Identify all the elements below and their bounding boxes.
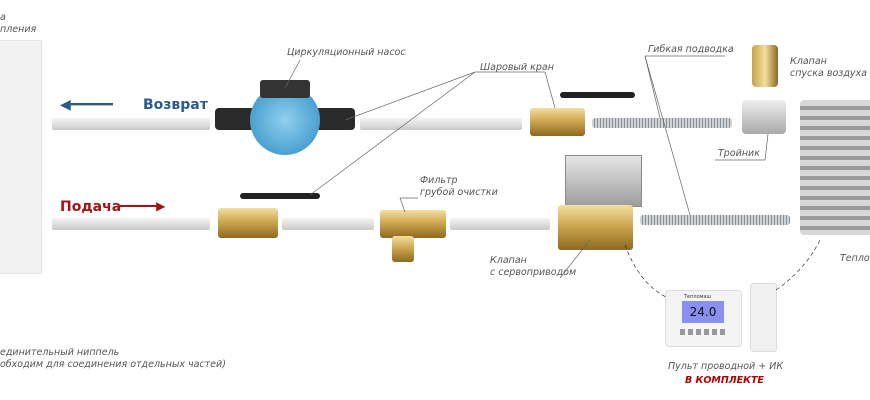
flex-hose (592, 118, 732, 128)
flex-hose-label: Гибкая подводка (648, 44, 734, 55)
ball-valve-label: Шаровый кран (480, 62, 554, 73)
thermostat-display: 24.0 (682, 301, 724, 323)
air-valve-label-2: спуска воздуха (790, 68, 867, 79)
flex-hose (640, 215, 790, 225)
filter-label-1: Фильтр (420, 175, 458, 186)
supply-pipe (282, 218, 374, 230)
ball-valve-supply (218, 208, 278, 238)
air-valve (752, 45, 778, 87)
servo-actuator (565, 155, 642, 207)
supply-pipe (450, 218, 550, 230)
thermostat-buttons[interactable] (680, 329, 728, 335)
ir-remote (750, 283, 777, 352)
servo-label-1: Клапан (490, 255, 527, 266)
return-label: Возврат (143, 97, 208, 113)
supply-arrow-icon: ━━━━━▶ (120, 199, 166, 213)
thermostat-brand: Тепломаш (684, 294, 712, 300)
radiator (0, 40, 42, 274)
thermostat: Тепломаш 24.0 (665, 290, 742, 347)
radiator-label-1: а (0, 12, 6, 23)
servo-label-2: с сервоприводом (490, 267, 577, 278)
servo-valve (558, 205, 633, 250)
filter-label-2: грубой очистки (420, 187, 498, 198)
return-arrow-icon: ◀━━━━━ (60, 97, 113, 113)
nipple-label-2: обходим для соединения отдельных частей) (0, 359, 226, 370)
pump (215, 80, 355, 158)
air-valve-label-1: Клапан (790, 56, 827, 67)
heater-label: Тепло (840, 253, 870, 264)
valve-handle (240, 193, 320, 199)
tee (742, 100, 786, 134)
nipple-label-1: единительный ниппель (0, 347, 120, 358)
supply-pipe (52, 218, 210, 230)
temperature-readout: 24.0 (689, 305, 717, 319)
remote-label: Пульт проводной + ИК (668, 361, 784, 372)
tee-label: Тройник (718, 148, 760, 159)
included-label: В КОМПЛЕКТЕ (685, 375, 764, 386)
return-pipe (360, 118, 522, 130)
supply-label: Подача (60, 199, 122, 215)
valve-handle (560, 92, 635, 98)
return-pipe (52, 118, 210, 130)
ball-valve-return (530, 108, 585, 136)
radiator-label-2: пления (0, 24, 37, 35)
pump-label: Циркуляционный насос (287, 47, 406, 58)
heater (800, 100, 870, 235)
filter-body (392, 236, 414, 262)
filter (380, 210, 446, 238)
